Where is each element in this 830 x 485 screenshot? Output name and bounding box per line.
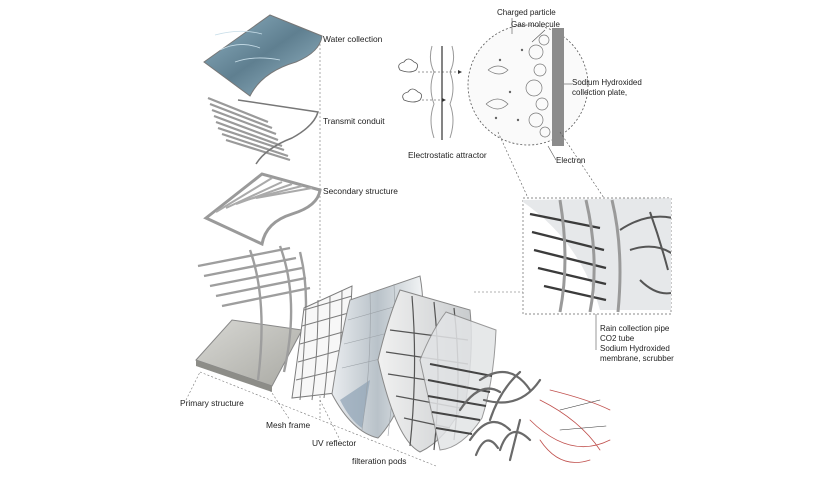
electrostatic-attractor [398,45,462,140]
label-charged-particle: Charged particle [497,8,556,17]
label-rain-collection-pipe: Rain collection pipe [600,324,670,333]
magnified-detail-circle [467,18,605,199]
label-collection-plate-line1: Sodium Hydroxided [572,78,642,87]
filtration-pods-layer [377,289,497,453]
label-transmit-conduit: Transmit conduit [323,116,385,126]
label-membrane-line1: Sodium Hydroxided [600,344,670,353]
label-membrane-line2: membrane, scrubber [600,354,674,363]
label-primary-structure: Primary structure [180,398,244,408]
label-mesh-frame: Mesh frame [266,420,311,430]
label-gas-molecule: Gas molecule [511,20,560,29]
label-leader-lines [185,371,437,467]
water-collection-layer [203,14,323,97]
label-co2-tube: CO2 tube [600,334,635,343]
label-water-collection: Water collection [323,34,383,44]
primary-structure-layer [195,245,311,392]
tube-bundle [458,370,611,463]
secondary-structure-layer [203,172,322,247]
label-collection-plate-line2: collection plate, [572,88,628,97]
label-uv-reflector: UV reflector [312,438,357,448]
label-electron: Electron [556,156,586,165]
detail-box [474,197,672,350]
label-electrostatic-attractor: Electrostatic attractor [408,150,487,160]
label-secondary-structure: Secondary structure [323,186,398,196]
label-filteration-pods: filteration pods [352,456,407,466]
transmit-conduit-layer [207,96,319,165]
